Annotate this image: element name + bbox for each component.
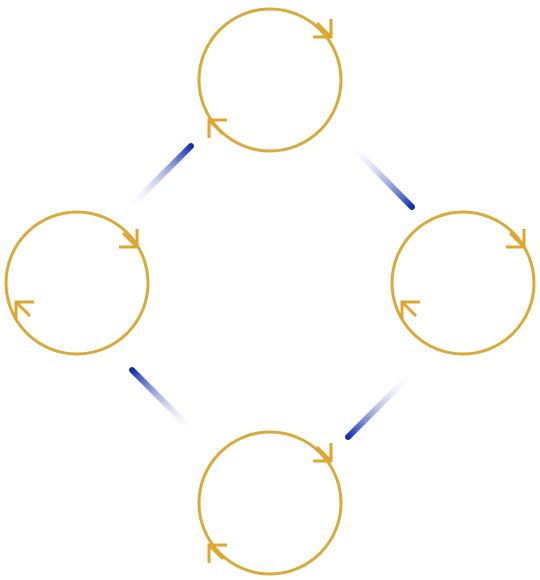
node-ring <box>4 210 150 356</box>
connector-right-to-bottom <box>345 370 415 440</box>
cycle-node-right <box>390 210 536 356</box>
node-ring <box>390 210 536 356</box>
cycle-node-left <box>4 210 150 356</box>
node-ring <box>197 7 343 153</box>
refresh-cycle-icon <box>400 229 526 320</box>
refresh-cycle-icon <box>207 19 333 138</box>
cycle-node-bottom <box>197 430 343 576</box>
connector-bottom-to-left <box>129 367 198 436</box>
cycle-node-top <box>197 7 343 153</box>
refresh-cycle-icon <box>14 229 139 320</box>
refresh-cycle-icon <box>207 443 333 563</box>
node-ring <box>197 430 343 576</box>
connector-top-to-right <box>346 140 415 210</box>
connector-left-to-top <box>124 143 194 213</box>
